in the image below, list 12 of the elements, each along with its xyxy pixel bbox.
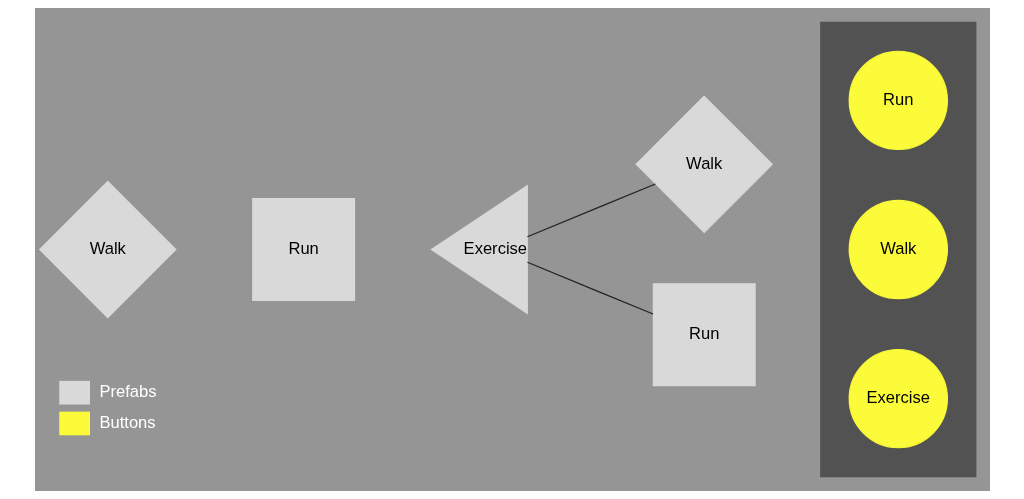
node-box: Run	[251, 198, 355, 301]
node-circle: Walk	[848, 199, 948, 300]
node-circle: Exercise	[848, 348, 948, 449]
node-diamond: Walk	[634, 95, 773, 234]
legend-label: Buttons	[99, 412, 156, 432]
connector	[526, 183, 656, 238]
cluster	[819, 21, 976, 478]
connector	[526, 261, 654, 315]
node-circle: Run	[848, 50, 948, 151]
node-box: Run	[652, 283, 756, 387]
node-diamond: Walk	[38, 180, 177, 319]
legend-label: Prefabs	[99, 382, 157, 402]
